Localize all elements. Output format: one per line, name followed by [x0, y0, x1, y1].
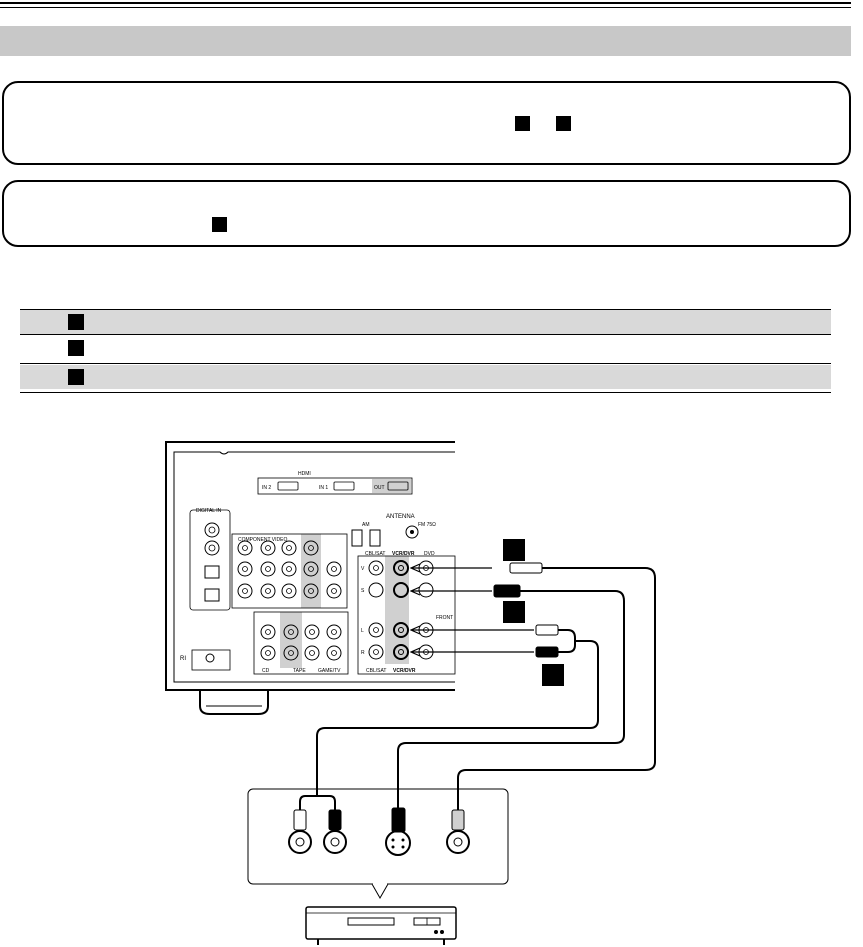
game-tv-label: GAME/TV: [318, 668, 341, 674]
digital-in-label: DIGITAL IN: [196, 508, 222, 514]
table-rule: [20, 309, 831, 310]
tape-label: TAPE: [293, 668, 306, 674]
signal-arrows: [409, 563, 534, 657]
antenna-label: ANTENNA: [386, 514, 415, 520]
device-jack-panel: [247, 788, 509, 900]
component-video-label: COMPONENT VIDEO: [238, 537, 287, 543]
vcr-dvr-label: VCR/DVR: [392, 551, 415, 557]
row-r-label: R: [361, 650, 365, 656]
top-rule-thick: [0, 2, 851, 4]
receiver-rear-panel: [165, 441, 455, 715]
vcr-dvr-device: [305, 906, 457, 945]
row-marker-square: [68, 369, 84, 385]
hdmi-in2-label: IN 2: [262, 485, 271, 491]
top-rule-thin: [0, 7, 851, 8]
row-marker-square: [68, 340, 84, 356]
digital-in-section: DIGITAL IN: [189, 508, 231, 611]
bottom-cbl-sat-label: CBL/SAT: [366, 668, 386, 674]
cable-label-square-svideo: [503, 601, 525, 623]
hdmi-out-label: OUT: [374, 485, 385, 491]
receiver-side-plugs: [493, 562, 559, 658]
note-box-2: [2, 180, 851, 247]
audio-input-section: CD TAPE GAME/TV: [253, 611, 349, 675]
remote-control-jack: RI: [180, 649, 231, 671]
cd-label: CD: [262, 668, 270, 674]
note-box-1: [2, 81, 851, 165]
av-jack-section: CBL/SAT VCR/DVR DVD V S L R FRONT CBL/SA…: [357, 551, 456, 675]
dvd-label: DVD: [424, 551, 435, 557]
jack-marker-square: [515, 116, 530, 131]
table-row: [20, 365, 831, 389]
table-rule: [20, 392, 831, 393]
row-s-label: S: [361, 588, 365, 594]
hdmi-label: HDMI: [298, 471, 311, 477]
bottom-vcr-dvr-label: VCR/DVR: [393, 668, 416, 674]
ri-label: RI: [180, 656, 186, 662]
antenna-section: ANTENNA AM FM 75Ω: [351, 514, 436, 547]
jack-marker-square: [212, 217, 227, 232]
front-label: FRONT: [436, 615, 453, 621]
jack-marker-square: [556, 116, 571, 131]
hdmi-in1-label: IN 1: [319, 485, 328, 491]
hdmi-section: HDMI IN 2 IN 1 OUT: [257, 471, 413, 495]
cbl-sat-label: CBL/SAT: [365, 551, 385, 557]
fm-label: FM 75Ω: [418, 522, 436, 528]
component-video-section: COMPONENT VIDEO: [231, 533, 348, 609]
table-rule: [20, 334, 831, 335]
row-marker-square: [68, 314, 84, 330]
table-rule: [20, 363, 831, 364]
cable-label-square-video: [503, 539, 525, 561]
cable-label-square-audio: [542, 664, 564, 686]
cables: [299, 567, 656, 810]
table-row: [20, 336, 831, 360]
am-label: AM: [362, 522, 370, 528]
section-heading-bar: [0, 26, 851, 56]
row-l-label: L: [361, 628, 364, 634]
row-v-label: V: [361, 566, 365, 572]
table-row: [20, 310, 831, 334]
